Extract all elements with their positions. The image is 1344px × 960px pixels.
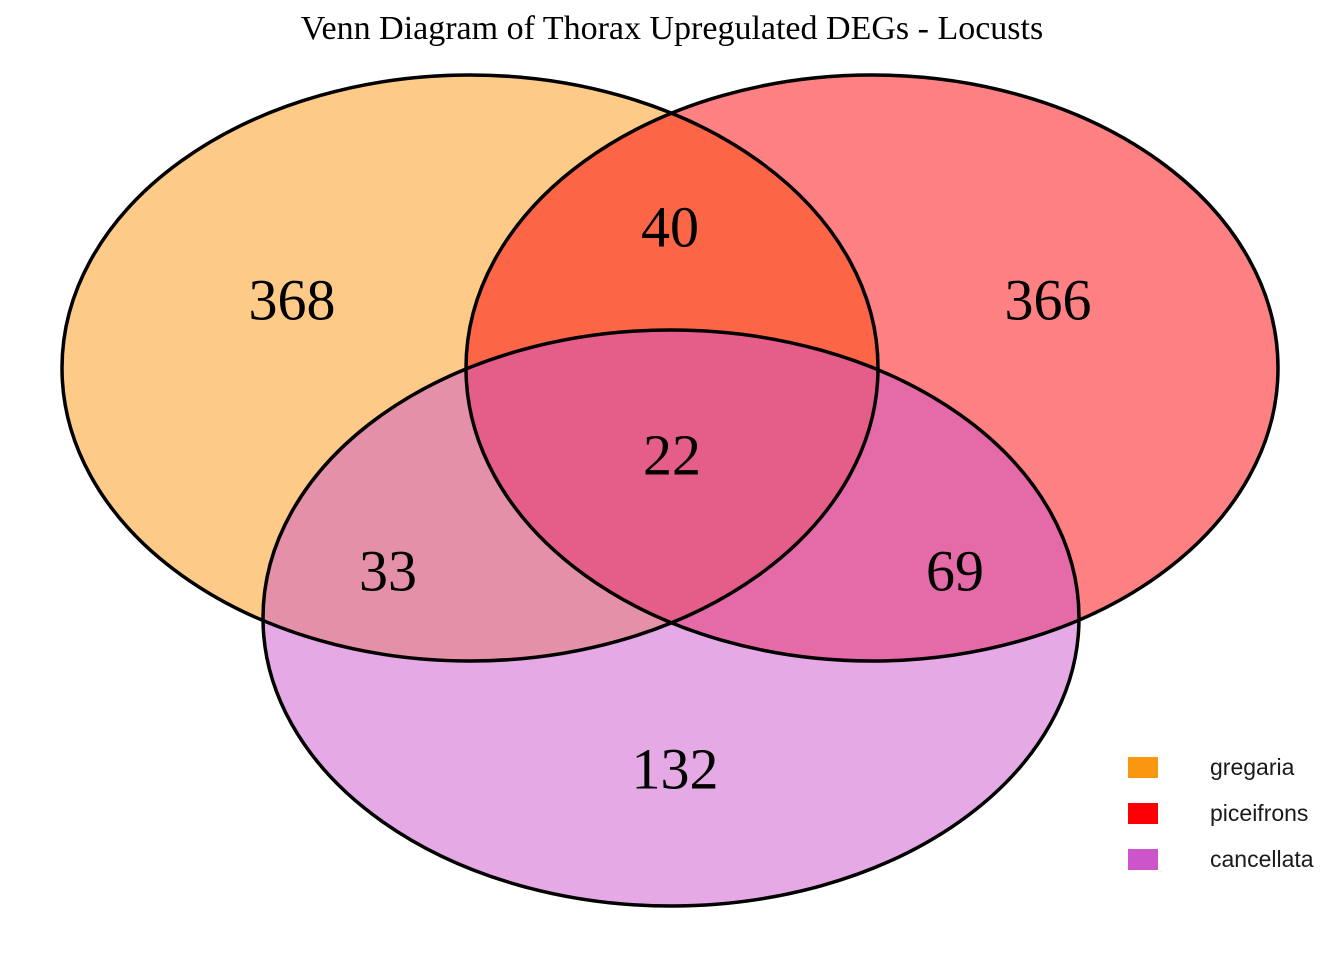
- legend-item-piceifrons: piceifrons: [1128, 800, 1314, 826]
- legend: gregaria piceifrons cancellata: [1128, 754, 1314, 895]
- count-gregaria-cancellata: 33: [359, 539, 417, 604]
- cancellata-color-swatch: [1128, 849, 1158, 870]
- count-gregaria-piceifrons: 40: [641, 195, 699, 260]
- legend-item-cancellata: cancellata: [1128, 846, 1314, 872]
- count-piceifrons-cancellata: 69: [926, 539, 984, 604]
- legend-label-gregaria: gregaria: [1210, 754, 1295, 780]
- gregaria-color-swatch: [1128, 757, 1158, 778]
- count-all-three: 22: [643, 423, 701, 488]
- legend-label-piceifrons: piceifrons: [1210, 800, 1309, 826]
- cancellata-set-fill: [263, 330, 1079, 906]
- chart-title: Venn Diagram of Thorax Upregulated DEGs …: [300, 10, 1044, 47]
- legend-item-gregaria: gregaria: [1128, 754, 1314, 780]
- cancellata-set-outline: [261, 328, 1081, 908]
- count-cancellata-only: 132: [632, 737, 719, 802]
- count-gregaria-only: 368: [249, 268, 336, 333]
- legend-label-cancellata: cancellata: [1210, 846, 1314, 872]
- count-piceifrons-only: 366: [1005, 268, 1092, 333]
- piceifrons-color-swatch: [1128, 803, 1158, 824]
